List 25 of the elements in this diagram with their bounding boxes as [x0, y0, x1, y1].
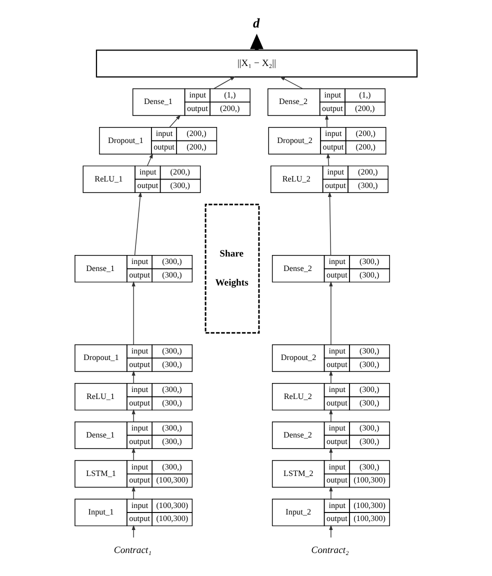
arrow [147, 153, 153, 166]
arrow [326, 153, 330, 166]
arrow [132, 486, 136, 500]
arrow [329, 486, 333, 500]
arrow [325, 114, 329, 128]
arrow [280, 76, 304, 90]
arrow [132, 281, 136, 345]
node-text: d [253, 15, 260, 30]
node-box: ||X₁ − X₂|| [96, 50, 418, 78]
arrow [214, 76, 236, 89]
arrow [169, 114, 181, 128]
arrow [329, 524, 333, 538]
arrow [134, 192, 142, 256]
arrow [328, 192, 332, 256]
node-text: Contract₂ [311, 544, 349, 556]
arrow [132, 448, 136, 461]
node-text: Contract₁ [114, 544, 152, 556]
arrow [329, 409, 333, 422]
arrow [132, 408, 136, 422]
arrow [329, 448, 333, 461]
arrow [329, 370, 333, 384]
arrow [329, 281, 333, 345]
arrow [132, 370, 136, 384]
arrow [132, 524, 136, 538]
node-box: Share Weights [204, 204, 260, 334]
